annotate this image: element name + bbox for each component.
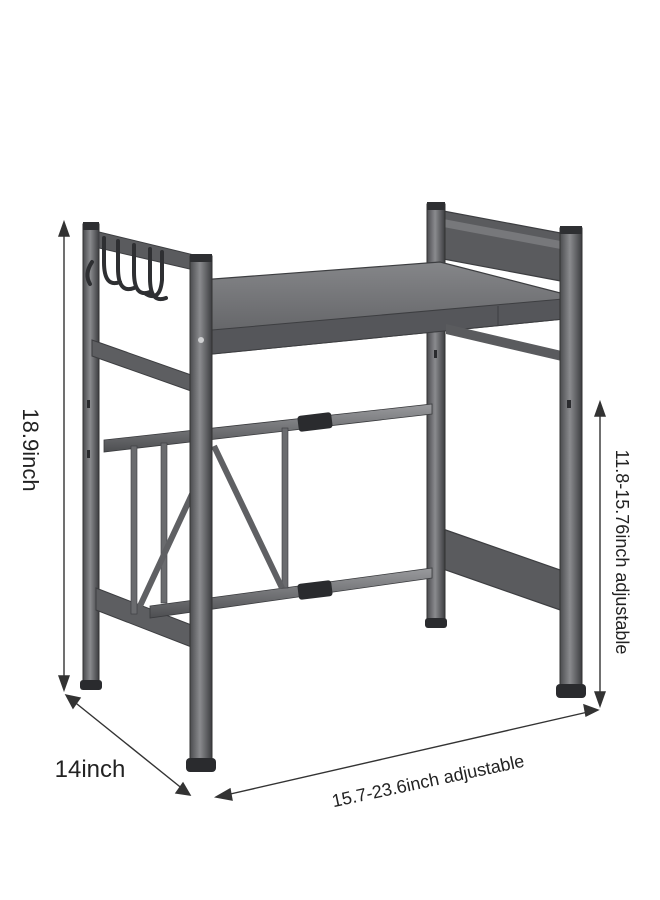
depth-dimension-label: 14inch (54, 756, 126, 783)
hook-set (85, 236, 168, 301)
dimension-lines (58, 219, 606, 801)
rack-post-front-left (189, 255, 213, 765)
rack-shelf (193, 261, 575, 362)
telescoping-rods (103, 403, 433, 619)
rack-left-side-frame (85, 231, 195, 649)
rack-post-back-left (82, 223, 100, 685)
rack-front-posts (87, 226, 586, 772)
shelf-height-dimension-label: 11.8-15.76inch adjustable (612, 449, 632, 655)
height-dimension-label: 18.9inch (18, 408, 43, 492)
rack-post-front-right (559, 227, 583, 689)
